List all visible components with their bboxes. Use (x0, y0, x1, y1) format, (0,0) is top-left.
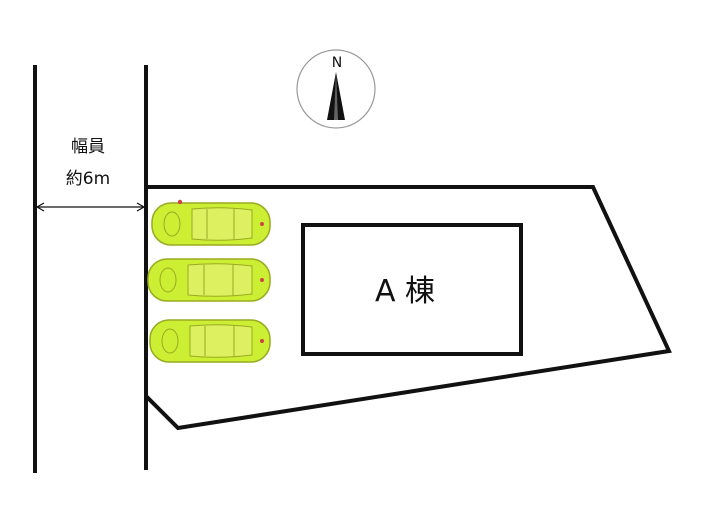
compass-needle-icon (327, 72, 345, 120)
building-a (301, 223, 523, 356)
road-width-value: 約6m (66, 169, 110, 189)
road-width-dimension (35, 202, 146, 212)
building-a-label: A 棟 (375, 274, 435, 309)
car-1 (151, 199, 271, 246)
parking-area (147, 199, 271, 363)
car-3 (149, 319, 271, 363)
north-compass (296, 49, 376, 129)
lot-boundary (144, 185, 672, 431)
compass-north-label: N (332, 55, 342, 71)
car-2 (147, 258, 271, 302)
road-width-label: 幅員 (71, 137, 105, 157)
